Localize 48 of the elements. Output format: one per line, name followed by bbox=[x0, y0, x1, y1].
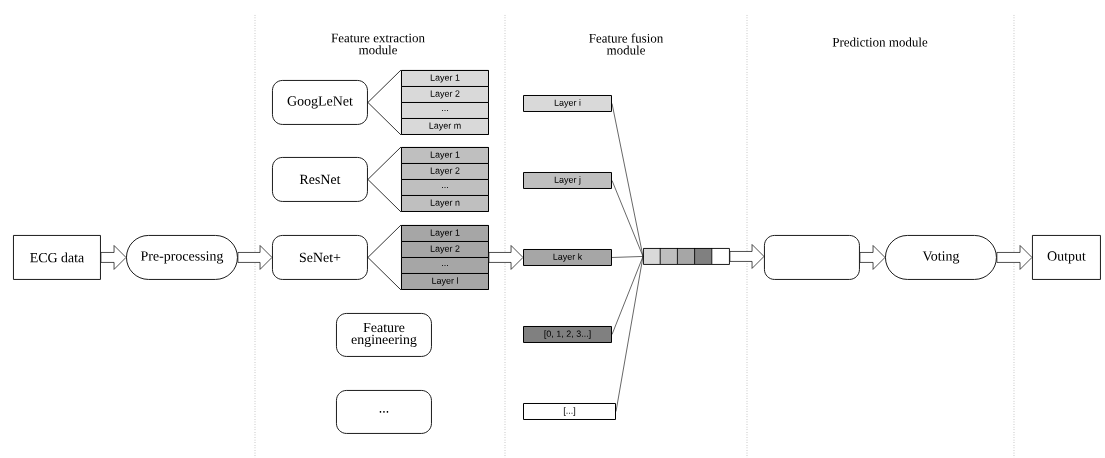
layer-bar: [0, 1, 2, 3...] bbox=[523, 326, 612, 343]
layer-bar: [...] bbox=[523, 403, 616, 420]
section-heading: Feature fusion module bbox=[589, 33, 664, 55]
fan-line bbox=[367, 257, 402, 291]
layer-bar: ... bbox=[401, 179, 489, 196]
connector-line bbox=[611, 256, 644, 335]
fan-line bbox=[367, 224, 402, 258]
layer-bar: Layer 2 bbox=[401, 163, 489, 180]
rounded-box: ... bbox=[336, 390, 432, 434]
fan-line bbox=[367, 102, 402, 136]
layer-bar: ... bbox=[401, 257, 489, 274]
layer-bar: Layer 2 bbox=[401, 241, 489, 258]
block-arrow bbox=[488, 245, 524, 270]
layer-bar: Layer 2 bbox=[401, 86, 489, 103]
connector-line bbox=[611, 103, 644, 257]
layer-bar: Layer 1 bbox=[401, 147, 489, 164]
layer-bar: Layer l bbox=[401, 273, 489, 290]
feature-vector bbox=[643, 247, 730, 265]
layer-bar: Layer j bbox=[523, 172, 612, 189]
layer-bar: Layer m bbox=[401, 118, 489, 135]
process-box: ECG data bbox=[13, 235, 101, 280]
layer-bar: ... bbox=[401, 102, 489, 119]
process-box: Output bbox=[1032, 235, 1101, 280]
block-arrow bbox=[996, 245, 1033, 270]
rounded-box bbox=[764, 235, 860, 280]
connector-line bbox=[611, 256, 644, 258]
layer-bar: Layer 1 bbox=[401, 70, 489, 87]
connector-line bbox=[611, 180, 644, 257]
block-arrow bbox=[100, 245, 127, 270]
block-arrow bbox=[859, 245, 886, 270]
layer-bar: Layer i bbox=[523, 95, 612, 112]
connector-line bbox=[615, 256, 644, 412]
rounded-box: ResNet bbox=[272, 157, 368, 202]
block-arrow bbox=[237, 245, 273, 270]
layer-bar: Layer n bbox=[401, 195, 489, 212]
block-arrow bbox=[729, 244, 765, 269]
section-heading: Prediction module bbox=[832, 37, 928, 47]
rounded-box: GoogLeNet bbox=[272, 80, 368, 125]
process-stadium: Pre-processing bbox=[126, 235, 238, 280]
rounded-box: Feature engineering bbox=[336, 313, 432, 357]
layer-bar: Layer k bbox=[523, 249, 612, 266]
fan-line bbox=[367, 146, 402, 180]
layer-bar: Layer 1 bbox=[401, 225, 489, 242]
rounded-box: SeNet+ bbox=[272, 235, 368, 280]
fan-line bbox=[367, 69, 402, 103]
process-stadium: Voting bbox=[885, 235, 997, 280]
section-heading: Feature extraction module bbox=[331, 33, 425, 55]
fan-line bbox=[367, 179, 402, 213]
